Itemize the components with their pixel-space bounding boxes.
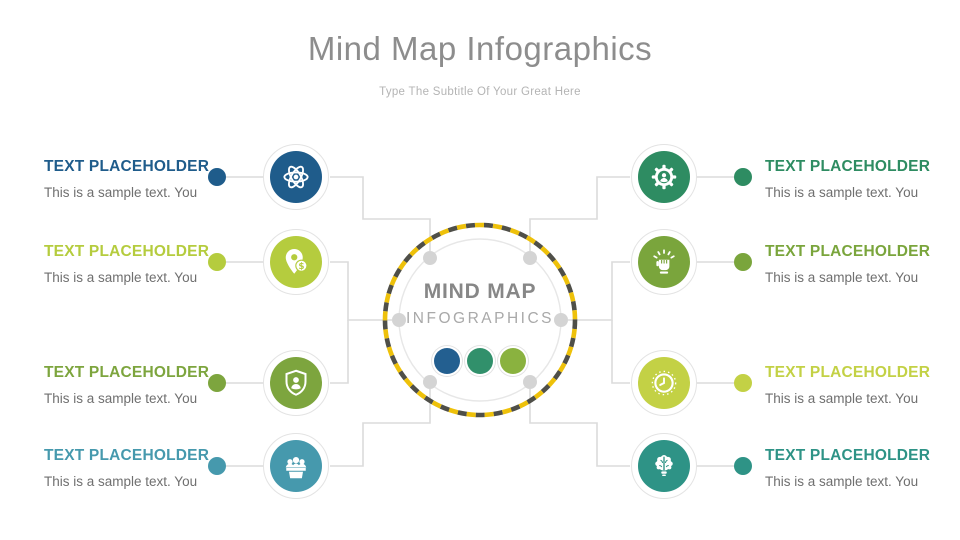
center-dot-row [385,348,575,374]
item-bullet-dot [734,253,752,271]
money-location-icon: $ [285,249,308,274]
page-title: Mind Map Infographics [307,30,653,67]
item-heading: TEXT PLACEHOLDER [765,243,931,260]
svg-text:$: $ [298,262,304,272]
item-icon-badge [631,350,697,416]
item-heading: TEXT PLACEHOLDER [44,364,210,381]
dashed-ring-yellow [382,222,578,418]
brain-idea-icon [655,455,673,476]
item-bullet-dot [208,168,226,186]
item-icon-badge: $ [263,229,329,295]
item-bullet-dot [734,457,752,475]
item-icon-badge [263,350,329,416]
item-body: This is a sample text. You [44,270,198,285]
item-bullet-dot [208,374,226,392]
center-dot-olive [500,348,526,374]
item-body: This is a sample text. You [44,391,198,406]
connector-paths [226,176,734,467]
item-bullet-dot [734,168,752,186]
item-heading: TEXT PLACEHOLDER [765,447,931,464]
center-dot-blue [434,348,460,374]
item-icon-badge [263,433,329,499]
page-subtitle: Type The Subtitle Of Your Great Here [379,86,581,98]
item-body: This is a sample text. You [44,474,198,489]
item-icon-badge [263,144,329,210]
meeting-icon [285,457,307,479]
atom-icon [283,165,309,189]
item-heading: TEXT PLACEHOLDER [44,243,210,260]
item-icon-badge [631,144,697,210]
item-heading: TEXT PLACEHOLDER [44,158,210,175]
item-icon-badge [631,229,697,295]
item-body: This is a sample text. You [765,391,919,406]
item-bullet-dot [734,374,752,392]
center-dot-green [467,348,493,374]
circle-node-dots [392,251,568,389]
center-title: MIND MAP [423,280,537,303]
item-heading: TEXT PLACEHOLDER [765,364,931,381]
item-body: This is a sample text. You [44,185,198,200]
item-body: This is a sample text. You [765,185,919,200]
item-bullet-dot [208,253,226,271]
item-icon-badge [631,433,697,499]
clock-icon [651,370,677,396]
shield-user-icon [285,369,307,396]
fist-power-icon [653,249,675,274]
item-heading: TEXT PLACEHOLDER [765,158,931,175]
item-bullet-dot [208,457,226,475]
center-subtitle: INFOGRAPHICS [406,310,554,327]
item-body: This is a sample text. You [765,270,919,285]
item-body: This is a sample text. You [765,474,919,489]
item-heading: TEXT PLACEHOLDER [44,447,210,464]
gear-user-icon [651,164,677,190]
